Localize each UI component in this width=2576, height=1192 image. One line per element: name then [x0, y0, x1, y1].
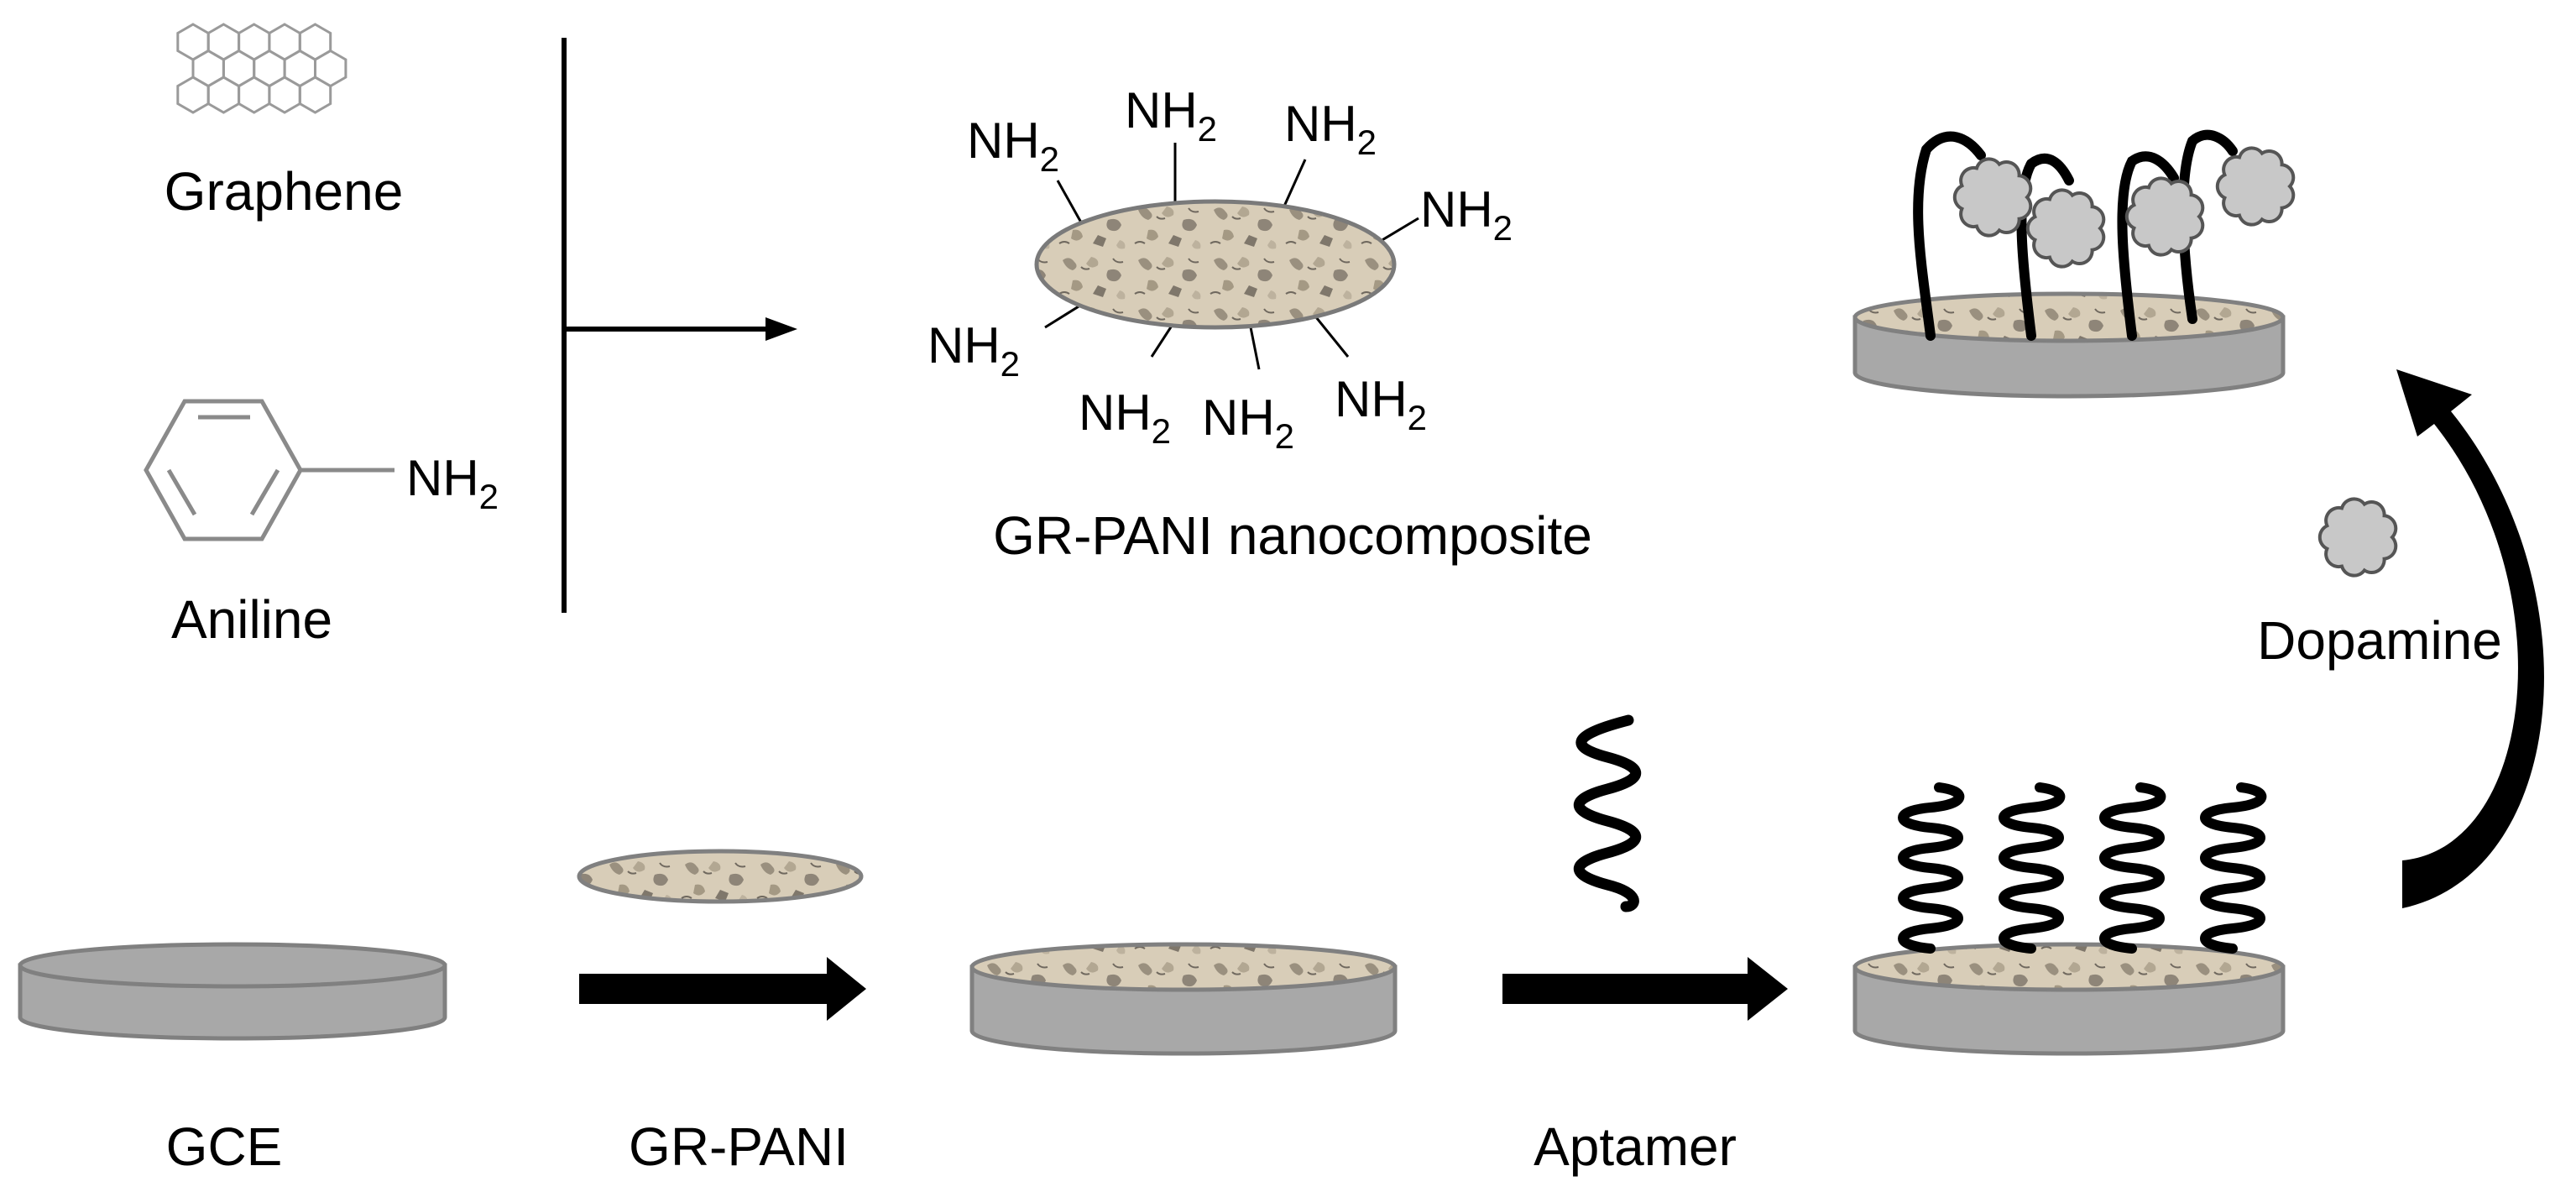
binding-curved-arrow: [2396, 369, 2544, 908]
amine-label-7: NH2: [1202, 389, 1294, 456]
step-arrow-aptamer: [1502, 957, 1788, 1021]
gce-label: GCE: [166, 1116, 283, 1177]
graphene-lattice-icon: [176, 23, 347, 114]
gr-pani-layer: [577, 849, 864, 904]
amine-label-1: NH2: [967, 112, 1059, 179]
dopamine-label: Dopamine: [2257, 610, 2502, 671]
aniline-amine-group: NH2: [406, 450, 499, 516]
graphene-label: Graphene: [165, 161, 404, 222]
bound-dopamine-molecules: [1952, 146, 2296, 269]
aptamer-strand-1: [1898, 782, 1965, 954]
synthesis-arrow-head: [765, 317, 797, 341]
aptamer-label: Aptamer: [1534, 1116, 1737, 1177]
gce-electrode: [18, 942, 447, 1041]
modified-electrode: [969, 942, 1398, 1056]
gr-pani-label: GR-PANI: [629, 1116, 849, 1177]
aptamer-strand-4: [2200, 782, 2267, 954]
bound-dopamine-3: [2124, 176, 2205, 257]
dopamine-bound-electrode: [1852, 291, 2286, 399]
dopamine-cloud: [2317, 497, 2398, 578]
aniline-label: Aniline: [171, 589, 332, 650]
immobilized-aptamers: [1898, 782, 2267, 954]
amine-label-8: NH2: [1335, 371, 1427, 437]
aptamer-strand-icon: [1574, 714, 1641, 912]
bound-dopamine-1: [1952, 157, 2033, 238]
nanocomposite-amine-bonds: [1044, 143, 1419, 370]
bound-dopamine-4: [2215, 146, 2296, 227]
dopamine-molecule-icon: [2317, 497, 2398, 578]
amine-label-3: NH2: [1284, 96, 1377, 162]
synthesis-arrow: [562, 38, 768, 613]
bound-dopamine-2: [2025, 188, 2106, 269]
aptamer-strand-3: [2099, 782, 2166, 954]
aniline-ring-icon: [144, 399, 394, 541]
step-arrow-gr-pani: [579, 957, 866, 1021]
nanocomposite-label: GR-PANI nanocomposite: [993, 505, 1592, 566]
amine-label-4: NH2: [1420, 181, 1513, 248]
amine-label-6: NH2: [1079, 384, 1171, 451]
amine-label-5: NH2: [927, 317, 1020, 384]
nanocomposite-particle: [1034, 199, 1397, 330]
aptasensor-electrode: [1852, 942, 2286, 1056]
amine-label-2: NH2: [1125, 82, 1217, 149]
aptamer-strand-2: [1999, 782, 2066, 954]
